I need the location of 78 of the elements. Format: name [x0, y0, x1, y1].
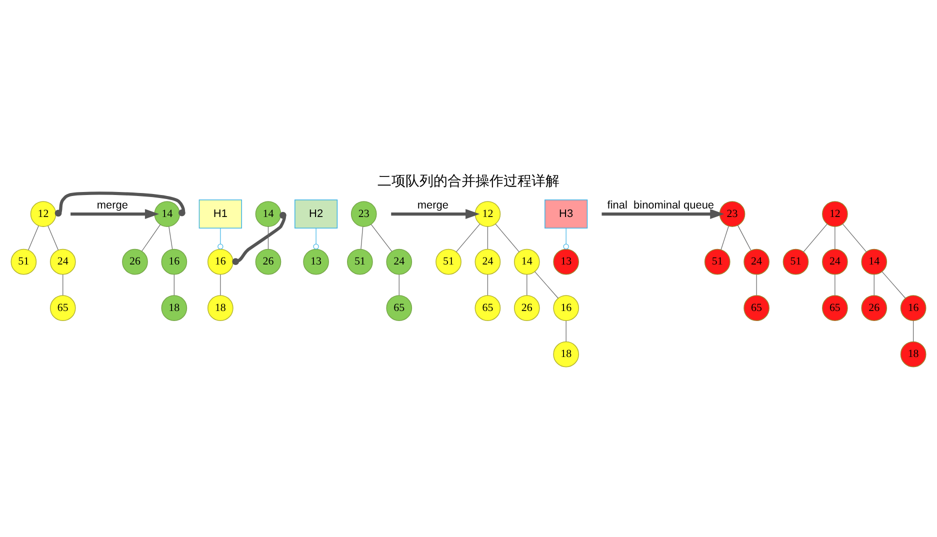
node-circle: 14 [861, 248, 888, 274]
connector [268, 226, 269, 249]
connector [313, 227, 319, 249]
node-circle: 12 [474, 200, 501, 226]
node-circle: 12 [822, 200, 848, 226]
connector [720, 225, 729, 250]
edge-label: merge [96, 199, 128, 212]
node-circle: 51 [347, 248, 373, 274]
connector [398, 274, 400, 296]
node-circle: 65 [474, 294, 501, 321]
node-circle: 16 [553, 294, 580, 321]
node-circle: 26 [514, 294, 540, 321]
node-circle: 12 [30, 200, 56, 226]
connector [534, 270, 558, 298]
node-circle: 24 [822, 248, 848, 274]
node-circle: 18 [553, 340, 580, 367]
node-circle: 26 [861, 294, 888, 321]
arrow [602, 208, 724, 218]
connector [882, 270, 906, 298]
connector [62, 274, 64, 296]
node-circle: 65 [50, 294, 76, 321]
connector [456, 223, 480, 252]
node-circle: 65 [386, 294, 412, 321]
connector [360, 226, 364, 249]
node-circle: 18 [161, 294, 188, 321]
connector [803, 223, 828, 252]
node-circle: 65 [822, 294, 848, 321]
connector [737, 224, 752, 250]
node-circle: 51 [782, 248, 809, 274]
node-circle: 24 [386, 248, 412, 274]
node-box: H2 [294, 199, 338, 228]
node-circle: 26 [122, 248, 148, 274]
node-circle: 26 [255, 248, 282, 274]
arrow [70, 208, 160, 218]
node-circle: 13 [303, 248, 329, 274]
node-circle: 14 [514, 248, 540, 274]
connector [913, 320, 914, 342]
node-circle: 24 [474, 248, 501, 274]
node-circle: 14 [255, 200, 282, 226]
connector [370, 224, 392, 252]
node-circle: 14 [154, 200, 180, 226]
connector [141, 224, 161, 252]
node-circle: 65 [744, 294, 770, 321]
node-circle: 24 [744, 248, 770, 274]
node-circle: 16 [161, 248, 188, 274]
node-box: H3 [544, 199, 588, 228]
node-box: H1 [198, 199, 242, 228]
connector [54, 191, 186, 216]
connector [220, 274, 221, 296]
node-circle: 51 [436, 248, 462, 274]
connector [842, 223, 867, 252]
connector [526, 274, 528, 296]
connector [487, 274, 488, 296]
node-circle: 16 [207, 248, 234, 274]
connector [495, 223, 520, 252]
node-circle: 51 [10, 248, 37, 274]
node-circle: 13 [553, 248, 580, 274]
node-circle: 23 [350, 200, 377, 226]
connector [232, 211, 286, 264]
edge-label: merge [417, 199, 449, 212]
edge-label: final binominal queue [607, 199, 714, 212]
node-circle: 51 [704, 248, 730, 274]
connector [756, 274, 757, 296]
node-circle: 18 [900, 340, 926, 367]
connector [28, 224, 39, 250]
connector [48, 224, 59, 250]
node-circle: 18 [207, 294, 234, 321]
diagram-title: 二项队列的合并操作过程详解 [378, 172, 560, 188]
arrow [391, 208, 480, 218]
connector [563, 227, 569, 249]
connector [834, 226, 836, 249]
node-circle: 24 [50, 248, 76, 274]
node-circle: 16 [900, 294, 926, 321]
node-circle: 23 [719, 200, 746, 226]
connector [218, 227, 224, 249]
connector [168, 226, 173, 250]
connector [487, 226, 488, 249]
connector [834, 274, 836, 296]
